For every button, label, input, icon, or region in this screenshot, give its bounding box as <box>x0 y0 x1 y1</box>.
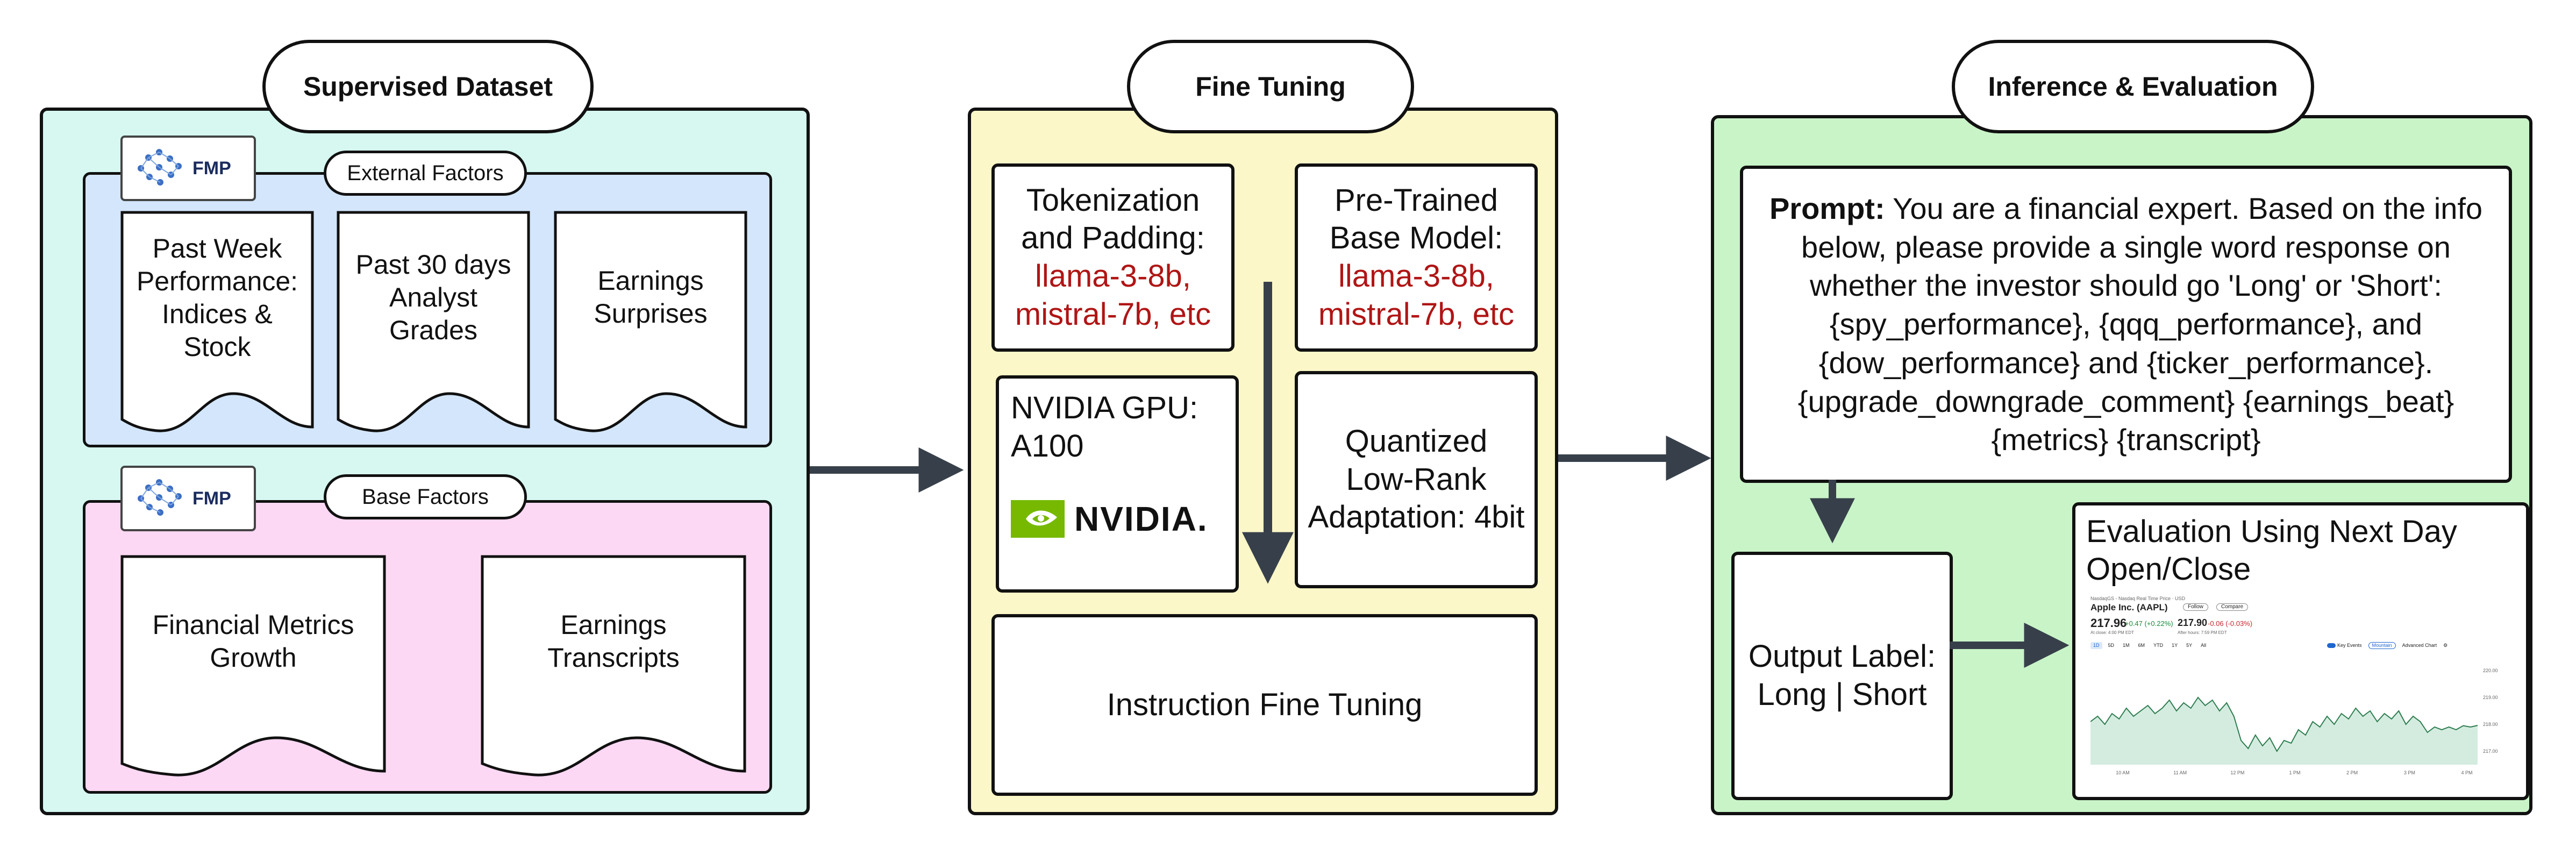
x-tick-label: 4 PM <box>2461 770 2472 775</box>
nvidia-eye-icon <box>1011 500 1065 538</box>
prompt-label: Prompt: <box>1769 191 1885 226</box>
doc-earnings-transcripts: Earnings Transcripts <box>481 555 746 782</box>
y-tick-label: 220.00 <box>2483 668 2498 673</box>
base-factors-label: Base Factors <box>324 474 527 519</box>
document-shape <box>337 211 530 432</box>
stock-change: +0.47 (+0.22%) <box>2125 619 2173 628</box>
stock-price: 217.96 <box>2090 616 2127 630</box>
evaluation-box: Evaluation Using Next Day Open/Close Nas… <box>2072 502 2529 800</box>
doc-past-week-performance: Past Week Performance: Indices & Stock <box>120 211 314 438</box>
range-tab-5d[interactable]: 5D <box>2108 643 2115 648</box>
range-tab-ytd[interactable]: YTD <box>2153 643 2164 648</box>
time-range-tabs: 1D 5D 1M 6M YTD 1Y 5Y All <box>2090 642 2209 649</box>
after-hours-change: -0.06 (-0.03%) <box>2208 619 2253 628</box>
price-area <box>2090 697 2478 765</box>
doc-financial-metrics-growth: Financial Metrics Growth <box>120 555 386 782</box>
document-shape <box>120 211 314 432</box>
range-tab-1y[interactable]: 1Y <box>2172 643 2178 648</box>
stock-name: Apple Inc. (AAPL) <box>2090 602 2168 612</box>
follow-button[interactable]: Follow <box>2183 603 2208 611</box>
brain-network-icon <box>138 479 182 516</box>
pretrained-model-box: Pre-Trained Base Model: llama-3-8b, mist… <box>1295 163 1538 352</box>
range-tab-1d[interactable]: 1D <box>2090 642 2102 649</box>
stock-widget: NasdaqGS - Nasdaq Real Time Price · USD … <box>2090 596 2510 789</box>
prompt-box: Prompt: You are a financial expert. Base… <box>1740 166 2512 483</box>
x-tick-label: 11 AM <box>2173 770 2187 775</box>
document-shape <box>120 555 386 776</box>
x-tick-label: 10 AM <box>2116 770 2130 775</box>
x-tick-label: 2 PM <box>2346 770 2358 775</box>
nvidia-logo: NVIDIA. <box>1011 498 1208 540</box>
tokenization-box: Tokenization and Padding: llama-3-8b, mi… <box>991 163 1235 352</box>
x-tick-label: 12 PM <box>2230 770 2244 775</box>
after-hours-note: After hours: 7:59 PM EDT <box>2178 630 2227 635</box>
inference-evaluation-title: Inference & Evaluation <box>1952 40 2314 133</box>
price-line <box>2090 696 2478 752</box>
key-events-toggle[interactable]: Key Events <box>2327 643 2362 649</box>
brain-network-icon <box>138 149 182 186</box>
exchange-line: NasdaqGS - Nasdaq Real Time Price · USD <box>2090 596 2186 601</box>
fine-tuning-title: Fine Tuning <box>1127 40 1414 133</box>
mountain-select[interactable]: Mountain <box>2368 642 2396 649</box>
external-factors-label: External Factors <box>324 151 527 196</box>
chart-controls: Key Events Mountain Advanced Chart ⚙ <box>2327 642 2447 649</box>
settings-icon[interactable]: ⚙ <box>2443 643 2448 648</box>
range-tab-all[interactable]: All <box>2201 643 2207 648</box>
fmp-logo-external: FMP <box>120 136 256 201</box>
document-shape <box>481 555 746 776</box>
prompt-text: You are a financial expert. Based on the… <box>1797 191 2483 457</box>
y-tick-label: 219.00 <box>2483 695 2498 700</box>
x-tick-label: 3 PM <box>2404 770 2415 775</box>
compare-button[interactable]: Compare <box>2216 603 2249 611</box>
range-tab-6m[interactable]: 6M <box>2138 643 2145 648</box>
fmp-logo-base: FMP <box>120 466 256 531</box>
advanced-chart-link[interactable]: Advanced Chart <box>2402 643 2437 648</box>
doc-analyst-grades: Past 30 days Analyst Grades <box>337 211 530 438</box>
qlora-box: Quantized Low-Rank Adaptation: 4bit <box>1295 371 1538 588</box>
close-note: At close: 4:00 PM EDT <box>2090 630 2134 635</box>
range-tab-5y[interactable]: 5Y <box>2186 643 2193 648</box>
doc-earnings-surprises: Earnings Surprises <box>554 211 747 438</box>
supervised-dataset-panel: FMP External Factors Past Week Performan… <box>40 108 810 815</box>
fine-tuning-panel: Tokenization and Padding: llama-3-8b, mi… <box>968 108 1558 815</box>
after-hours-price: 217.90 <box>2178 617 2208 628</box>
x-tick-label: 1 PM <box>2289 770 2300 775</box>
instruction-fine-tuning-box: Instruction Fine Tuning <box>991 614 1538 796</box>
document-shape <box>554 211 747 432</box>
range-tab-1m[interactable]: 1M <box>2123 643 2130 648</box>
supervised-dataset-title: Supervised Dataset <box>262 40 594 133</box>
y-tick-label: 218.00 <box>2483 722 2498 727</box>
inference-panel: Prompt: You are a financial expert. Base… <box>1711 115 2532 815</box>
price-chart: 220.00 219.00 218.00 217.00 10 AM 11 AM 12 PM… <box>2090 668 2498 775</box>
output-label-box: Output Label: Long | Short <box>1731 552 1953 800</box>
y-tick-label: 217.00 <box>2483 749 2498 754</box>
nvidia-gpu-box: NVIDIA GPU: A100 NVIDIA. <box>996 375 1239 593</box>
